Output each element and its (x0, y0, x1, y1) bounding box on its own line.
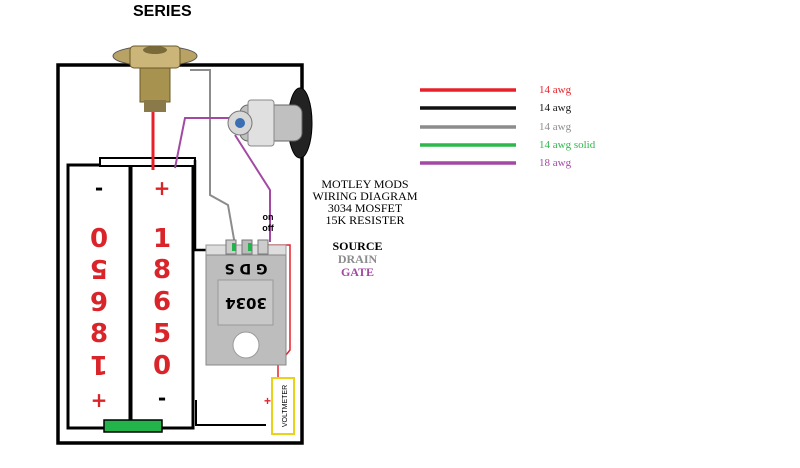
info-line: 3034 MOSFET (327, 201, 403, 215)
info-line: 15K RESISTER (325, 213, 405, 227)
push-button-switch (227, 87, 313, 159)
switch-on-label: on (263, 212, 274, 222)
mosfet-pins-text: G D S (225, 260, 268, 276)
pin-drain: DRAIN (337, 252, 378, 266)
pin-key: SOURCE DRAIN GATE (300, 240, 415, 279)
battery-right-plus: + (154, 176, 171, 200)
wire-black-bottom (195, 400, 266, 426)
battery-right-minus: - (158, 386, 166, 410)
diagram-info: MOTLEY MODS WIRING DIAGRAM 3034 MOSFET 1… (300, 178, 430, 226)
battery-left-plus: + (91, 388, 108, 412)
battery-left-digit: 0 (90, 224, 108, 254)
info-line: WIRING DIAGRAM (312, 189, 418, 203)
legend-label-red: 14 awg (539, 84, 572, 96)
510-connector (112, 45, 198, 112)
battery-left-digit: 6 (90, 285, 108, 315)
voltmeter (271, 377, 295, 435)
legend-label-black: 14 awg (539, 102, 572, 114)
switch-off-label: off (262, 223, 274, 233)
voltmeter-plus: + (264, 394, 271, 408)
wire-purple-switch (234, 134, 271, 242)
battery-right-digit: 1 (153, 224, 171, 254)
battery-left-digit: 1 (90, 349, 108, 379)
battery-left-digit: 5 (90, 253, 108, 283)
wire-purple-gate (174, 117, 235, 169)
mosfet-model: 3034 (225, 294, 267, 312)
mosfet (205, 239, 287, 366)
info-line: MOTLEY MODS (321, 177, 409, 191)
voltmeter-label: VOLTMETER (282, 385, 289, 427)
pin-source: SOURCE (332, 239, 383, 253)
battery-left-digit: 8 (90, 319, 108, 349)
legend-label-green: 14 awg solid (539, 139, 596, 151)
series-connector (103, 419, 163, 433)
battery-right-digit: 5 (153, 319, 171, 349)
battery-left-minus: - (95, 176, 103, 200)
pin-gate: GATE (340, 265, 375, 279)
diagram-title: SERIES (133, 3, 192, 20)
battery-right-digit: 6 (153, 287, 171, 317)
battery-right-digit: 8 (153, 255, 171, 285)
battery-right-digit: 0 (153, 351, 171, 381)
battery-holder-top (99, 157, 196, 167)
wire-black-left (193, 160, 215, 252)
legend-label-purple: 18 awg (539, 157, 572, 169)
wire-grey-drain (190, 69, 236, 246)
legend-label-grey: 14 awg (539, 121, 572, 133)
